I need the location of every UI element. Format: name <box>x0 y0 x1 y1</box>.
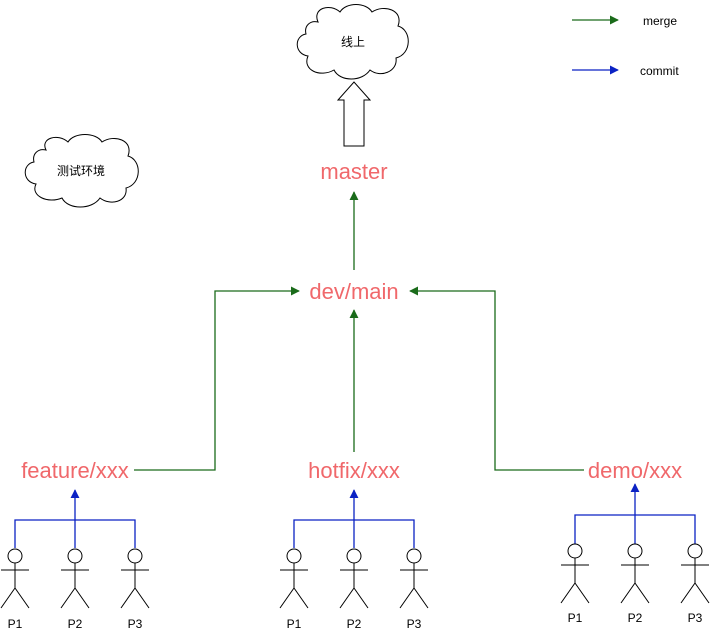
commit-group-demo <box>574 483 696 544</box>
person-icon <box>279 548 309 609</box>
commit-group-feature <box>14 489 136 548</box>
person-icon <box>339 548 369 609</box>
branch-dev: dev/main <box>309 279 398 304</box>
person-label: P1 <box>568 611 583 625</box>
person-label: P1 <box>8 617 23 631</box>
branch-master: master <box>320 159 387 184</box>
team-demo: P1 P2 P3 <box>560 543 710 625</box>
branch-demo: demo/xxx <box>588 458 682 483</box>
commit-group-hotfix <box>293 489 415 548</box>
commit-arrows <box>14 483 696 548</box>
person-label: P3 <box>128 617 143 631</box>
person-label: P1 <box>287 617 302 631</box>
person-icon <box>680 543 710 604</box>
merge-arrows <box>134 191 584 471</box>
test-cloud: 测试环境 <box>24 134 139 208</box>
person-label: P2 <box>628 611 643 625</box>
person-label: P3 <box>407 617 422 631</box>
deploy-arrow <box>336 81 372 147</box>
person-icon <box>620 543 650 604</box>
person-label: P2 <box>68 617 83 631</box>
person-icon <box>560 543 590 604</box>
test-cloud-label: 测试环境 <box>57 163 105 178</box>
person-icon <box>120 548 150 609</box>
production-cloud: 线上 <box>296 4 409 80</box>
merge-demo-to-dev <box>409 286 584 471</box>
merge-feature-to-dev <box>134 286 300 471</box>
branch-hotfix: hotfix/xxx <box>308 458 400 483</box>
production-cloud-label: 线上 <box>341 35 365 49</box>
team-hotfix: P1 P2 P3 <box>279 548 429 631</box>
person-icon <box>399 548 429 609</box>
legend: merge commit <box>572 14 679 78</box>
person-icon <box>60 548 90 609</box>
person-label: P3 <box>688 611 703 625</box>
legend-commit-label: commit <box>640 64 679 78</box>
person-icon <box>0 548 30 609</box>
person-label: P2 <box>347 617 362 631</box>
legend-merge-label: merge <box>643 14 677 28</box>
branch-feature: feature/xxx <box>21 458 129 483</box>
team-feature: P1 P2 P3 <box>0 548 150 631</box>
